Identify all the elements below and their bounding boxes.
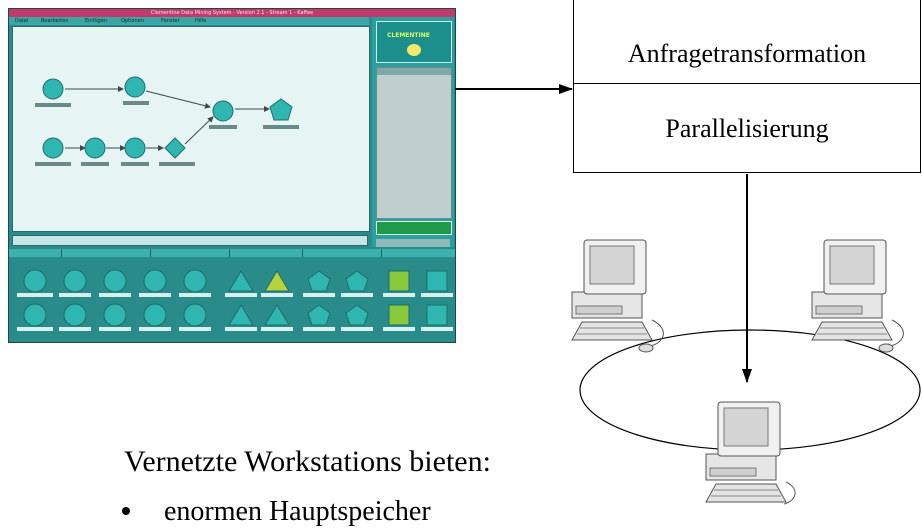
generated-models-list[interactable] [376, 67, 452, 219]
list-item: enormen Hauptspeicher [164, 496, 431, 527]
window-titlebar [9, 9, 455, 17]
side-status-bar [376, 239, 450, 247]
palette-tab[interactable] [230, 249, 303, 257]
menu-item-help[interactable]: Hilfe [195, 18, 207, 24]
workstation-computer-icon [811, 239, 904, 353]
stream-node-icon [164, 137, 186, 159]
list-header [377, 68, 451, 75]
stream-node-captions [35, 101, 299, 166]
label-query-transformation: Anfragetransformation [627, 39, 867, 68]
heading: Vernetzte Workstations bieten: [124, 445, 491, 478]
transformation-box [573, 0, 921, 84]
status-line [12, 235, 368, 246]
logo-text: CLEMENTINE [387, 32, 430, 39]
workstation-computer-icon [571, 239, 664, 353]
workstation-computer-icon [705, 401, 796, 505]
stream-node-icon [42, 78, 64, 100]
menu-item-options[interactable]: Optionen [121, 18, 144, 24]
stream-diagram [35, 76, 299, 166]
connections-layer [455, 84, 921, 505]
palette-tab[interactable] [9, 249, 62, 257]
stream-node-icon [84, 137, 106, 159]
menu-item-edit[interactable]: Bearbeiten [41, 18, 69, 24]
clementine-screenshot: Clementine Data Mining System - Version … [8, 8, 456, 343]
label-parallelization: Parallelisierung [665, 114, 829, 143]
menu-item-window[interactable]: Fenster [161, 18, 180, 24]
menu-bar: Datei Bearbeiten Einfügen Optionen Fenst… [9, 17, 369, 25]
window-title: Clementine Data Mining System - Version … [150, 10, 314, 16]
stream-nodes [42, 76, 293, 159]
stream-node-icon [42, 137, 64, 159]
stream-canvas[interactable] [12, 26, 370, 232]
palette-tab[interactable] [382, 249, 455, 257]
side-panel: CLEMENTINE [372, 17, 454, 247]
stream-node-icon [124, 76, 146, 98]
bullet-icon [122, 507, 130, 515]
stream-node-icon [124, 137, 146, 159]
stream-node-icon [269, 98, 293, 121]
logo-mark-icon [407, 44, 421, 56]
palette-node-icons[interactable] [9, 249, 455, 342]
menu-item-insert[interactable]: Einfügen [85, 18, 108, 24]
palette-tab[interactable] [151, 249, 230, 257]
palette-tab[interactable] [62, 249, 151, 257]
stream-node-icon [212, 100, 234, 122]
menu-item-file[interactable]: Datei [15, 18, 29, 24]
node-palette [9, 249, 455, 342]
parallelization-box [573, 84, 921, 173]
logo: CLEMENTINE [376, 21, 452, 63]
palette-tab[interactable] [303, 249, 382, 257]
execute-button[interactable] [376, 221, 452, 235]
